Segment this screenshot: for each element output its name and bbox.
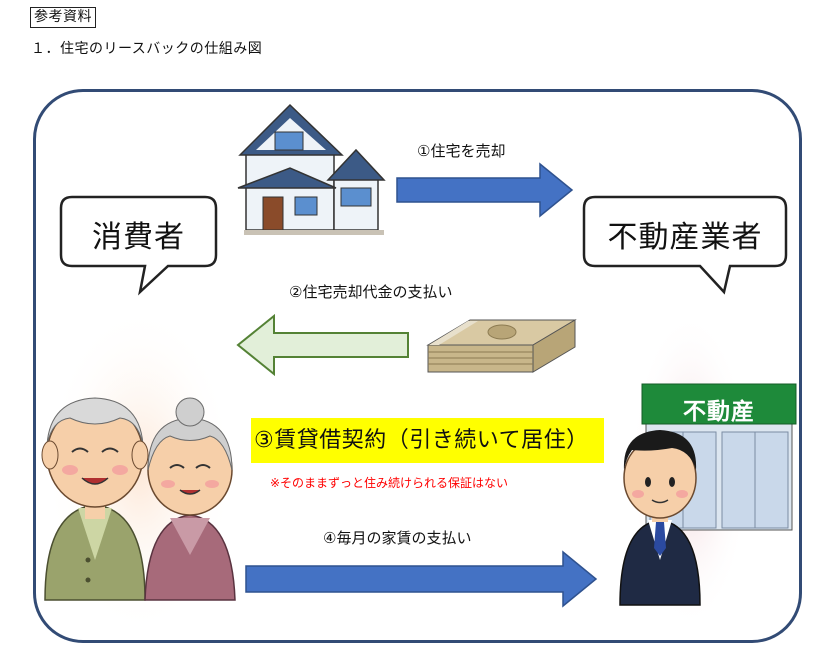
realtor-speech-bubble — [582, 195, 788, 295]
money-stack-icon — [426, 319, 577, 373]
elderly-woman-icon — [144, 397, 236, 601]
arrow-monthly-rent — [245, 550, 598, 608]
reference-tag: 参考資料 — [30, 7, 96, 28]
step3-highlight — [251, 418, 604, 463]
house-icon — [237, 103, 386, 235]
diagram-title: １．住宅のリースバックの仕組み図 — [31, 41, 263, 57]
shop-sign-text: 不動産 — [683, 399, 755, 425]
step2-label: ②住宅売却代金の支払い — [289, 283, 453, 301]
diagram-frame — [33, 89, 802, 643]
realtor-label: 不動産業者 — [607, 220, 763, 255]
step4-label: ④毎月の家賃の支払い — [323, 529, 472, 547]
consumer-label: 消費者 — [92, 220, 185, 255]
consumer-speech-bubble — [59, 195, 218, 296]
arrow-sale-payment — [236, 313, 409, 377]
businessman-icon — [619, 430, 701, 606]
arrow-sell-house — [396, 162, 574, 218]
step1-label: ①住宅を売却 — [417, 142, 506, 160]
step3-note: ※そのままずっと住み続けられる保証はない — [270, 476, 509, 490]
elderly-man-icon — [41, 397, 149, 601]
step3-label: ③賃貸借契約（引き続いて居住） — [254, 428, 589, 453]
